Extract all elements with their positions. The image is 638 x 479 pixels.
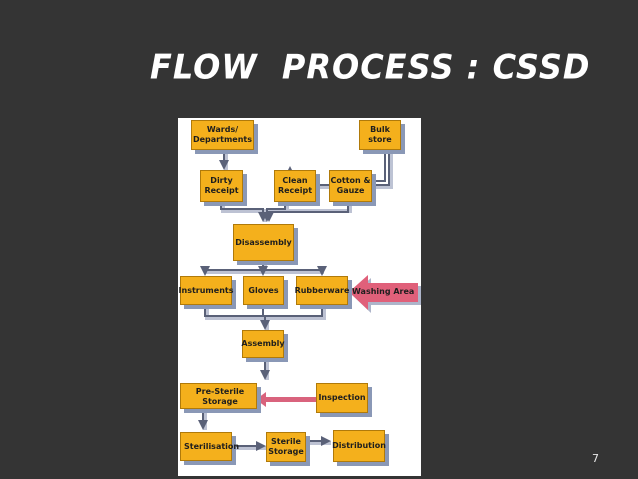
box-inspection: Inspection <box>316 383 368 413</box>
box-sterile-storage: Sterile Storage <box>266 432 306 462</box>
box-bulk-store: Bulk store <box>359 120 401 150</box>
box-sterilisation: Sterilisation <box>180 432 239 461</box>
box-pre-sterile-storage: Pre-Sterile Storage <box>180 383 257 409</box>
box-distribution: Distribution <box>332 430 386 462</box>
washing-area-arrow <box>349 275 421 313</box>
arrow-cotton-to-disassembly <box>264 202 349 222</box>
connector-lines <box>198 150 421 451</box>
box-wards-departments: Wards/ Departments <box>191 120 254 150</box>
box-clean-receipt: Clean Receipt <box>274 170 316 202</box>
arrow-inspection-to-presterile <box>256 392 316 407</box>
box-disassembly: Disassembly <box>233 224 294 261</box>
cssd-flow-diagram: Wards/ Departments Bulk store Dirty Rece… <box>178 118 421 476</box>
slide-title: FLOW PROCESS : CSSD <box>150 47 591 87</box>
washing-area-label: Washing Area <box>352 287 415 296</box>
box-assembly: Assembly <box>241 330 285 358</box>
page-number: 7 <box>592 452 599 465</box>
box-gloves: Gloves <box>243 276 284 305</box>
box-rubberware: Rubberware <box>295 276 349 305</box>
box-instruments: Instruments <box>179 276 233 305</box>
box-cotton-gauze: Cotton & Gauze <box>329 170 372 202</box>
box-dirty-receipt: Dirty Receipt <box>200 170 243 202</box>
